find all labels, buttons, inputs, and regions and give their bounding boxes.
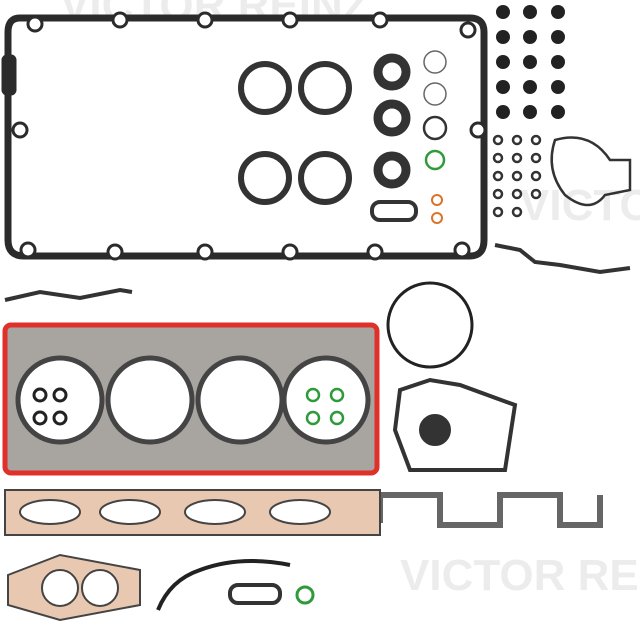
- large-o-ring: [386, 281, 474, 369]
- water-pump-gasket: [550, 136, 632, 207]
- small-washers: [492, 134, 542, 218]
- exhaust-flange-gasket: [7, 553, 141, 622]
- svg-text:VICTOR R: VICTOR R: [520, 181, 640, 230]
- rubber-seal-strip: [156, 559, 291, 611]
- turbo-gasket: [228, 583, 282, 605]
- svg-text:VICTOR REINZ: VICTOR REINZ: [400, 551, 640, 600]
- shaft-seals: [370, 50, 448, 224]
- cylinder-head-gasket: [2, 322, 380, 476]
- exhaust-manifold-gasket: [4, 489, 381, 536]
- valve-stem-seals: [496, 5, 565, 119]
- oil-pan-strip: [362, 492, 603, 528]
- timing-cover-strip-left: [4, 287, 133, 302]
- valve-cover-gasket: [1, 11, 488, 261]
- timing-cover-strip-right: [494, 243, 631, 275]
- port-gaskets: [238, 61, 352, 205]
- thermostat-housing-gasket: [392, 377, 518, 472]
- green-o-ring: [295, 585, 315, 605]
